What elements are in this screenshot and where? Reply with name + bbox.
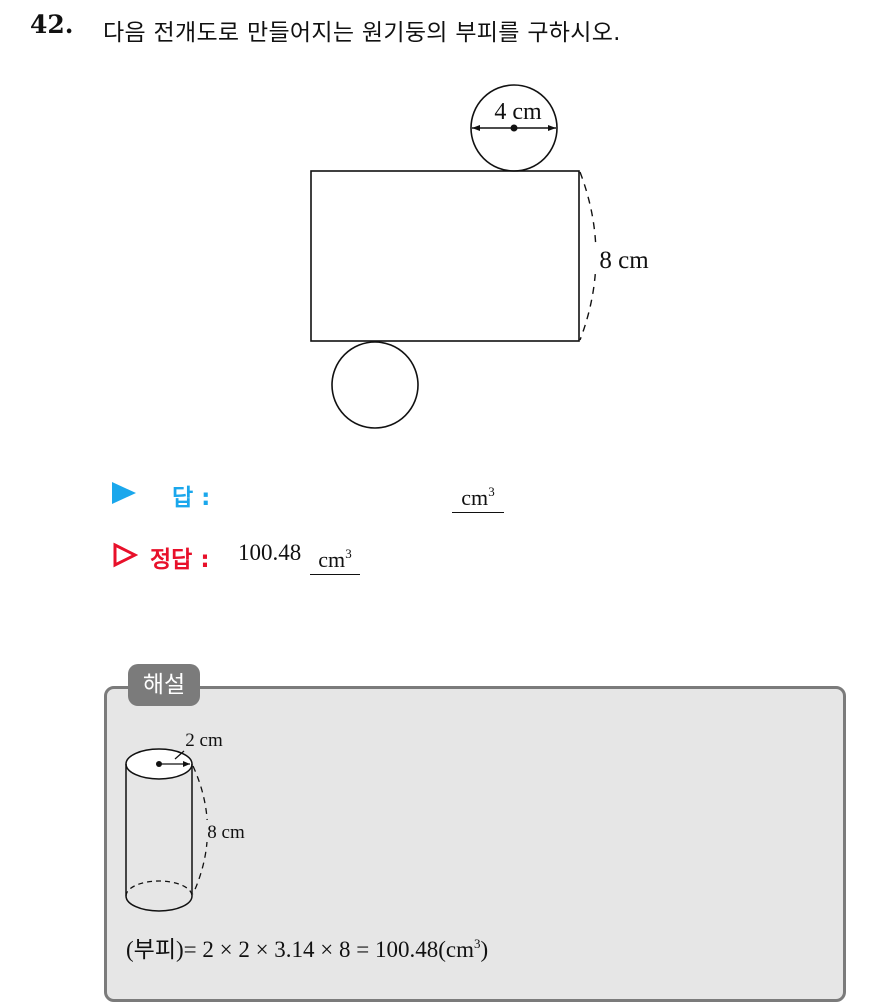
cylinder-bottom-front [125, 895, 193, 912]
formula-close: ) [480, 937, 489, 962]
volume-formula: (부피)= 2 × 2 × 3.14 × 8 = 100.48(cm3) [126, 930, 488, 964]
question-number: 42. [30, 10, 74, 39]
solution-tab: 해설 [128, 664, 200, 706]
formula-text: (부피)= 2 × 2 × 3.14 × 8 = 100.48(cm [126, 937, 475, 962]
cylinder-height-label-bg [203, 820, 247, 842]
cylinder-bottom-back [125, 880, 193, 897]
radius-leader [174, 750, 185, 760]
height-label: 8 cm [599, 247, 649, 274]
answer-unit-blank[interactable]: cm3 [452, 478, 504, 513]
cylinder-diagram: 2 cm 8 cm [125, 730, 247, 912]
diameter-arrow-left [472, 125, 480, 131]
solution-box [104, 686, 846, 1002]
correct-unit-text: cm [318, 547, 346, 572]
question-text: 다음 전개도로 만들어지는 원기둥의 부피를 구하시오. [103, 20, 621, 46]
center-dot [510, 124, 518, 132]
radius-arrow [183, 761, 190, 767]
radius-label: 2 cm [185, 730, 223, 751]
correct-answer-value: 100.48 [238, 540, 302, 565]
diameter-label: 4 cm [494, 99, 542, 125]
answer-arrow-icon [112, 482, 136, 504]
answer-unit: cm [461, 485, 489, 510]
net-bottom-circle [331, 341, 419, 429]
answer-unit-exponent: 3 [488, 484, 495, 499]
answer-label: 답 : [172, 485, 211, 511]
correct-unit-exponent: 3 [345, 546, 352, 561]
diameter-arrow-right [548, 125, 556, 131]
correct-answer-unit: cm3 [310, 540, 360, 575]
net-rectangle [310, 170, 580, 342]
correct-arrow-icon [113, 542, 138, 568]
cylinder-height-label: 8 cm [207, 822, 245, 843]
correct-answer-label: 정답 : [150, 547, 210, 573]
cylinder-net-diagram: 4 cm 8 cm [310, 84, 656, 429]
formula-exponent: 3 [474, 936, 481, 951]
height-label-bg [590, 243, 656, 271]
